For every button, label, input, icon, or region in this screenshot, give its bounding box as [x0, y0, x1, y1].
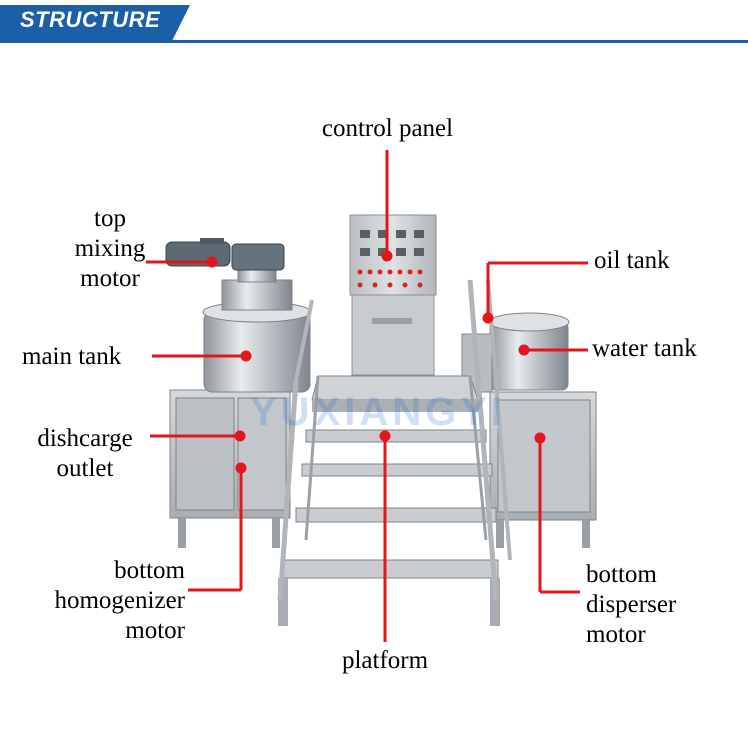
right-base-cabinet — [489, 391, 597, 548]
water-tank-shape — [461, 312, 570, 393]
label-water-tank: water tank — [592, 335, 697, 362]
label-top-mixing-motor: top mixing motor — [74, 205, 146, 292]
control-cabinet — [349, 214, 437, 376]
label-bottom-disperser-motor: bottom disperser motor — [586, 561, 677, 648]
label-platform: platform — [341, 647, 429, 674]
header-title: STRUCTURE — [20, 7, 161, 32]
left-base-cabinet — [169, 389, 291, 548]
top-mixing-motor-shape — [165, 238, 285, 271]
label-control-panel: control panel — [321, 115, 454, 142]
header-banner — [0, 5, 190, 41]
platform-shape — [277, 279, 512, 626]
watermark: YUXIANGYI — [250, 390, 507, 434]
label-main-tank: main tank — [22, 343, 122, 370]
label-bottom-homogenizer-motor: bottom homogenizer motor — [54, 557, 185, 644]
leader-lines — [146, 150, 588, 642]
label-oil-tank: oil tank — [594, 247, 670, 274]
main-tank-shape — [202, 261, 312, 393]
header-rule — [0, 40, 748, 43]
label-discharge-outlet: dishcarge outlet — [37, 425, 133, 482]
